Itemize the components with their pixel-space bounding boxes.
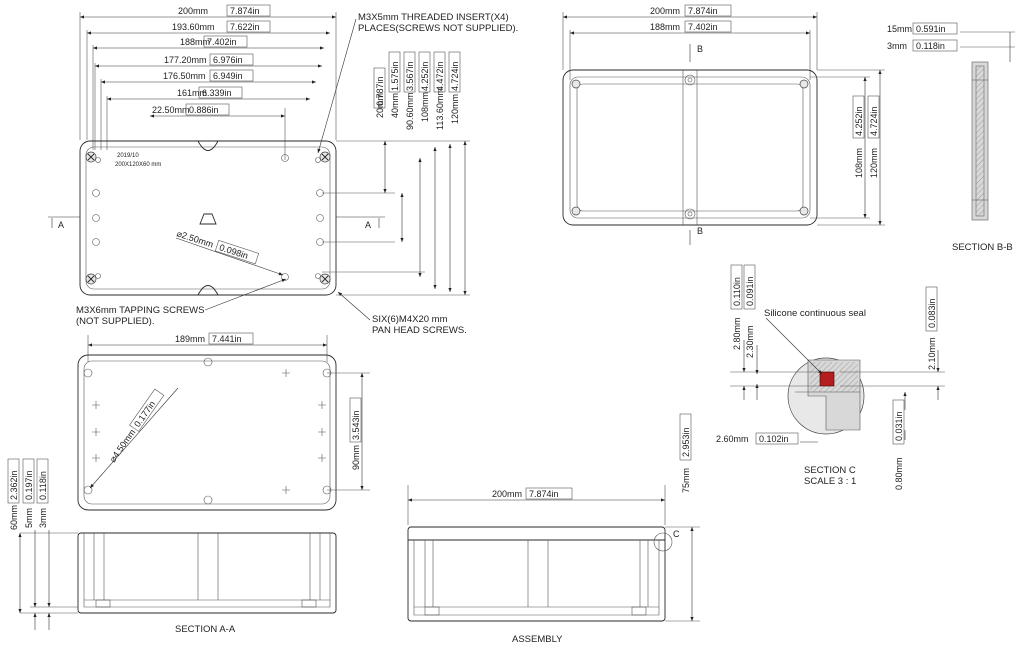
silicone-seal: [819, 371, 835, 387]
dim-113mm-in: 4.472in: [435, 61, 445, 91]
dim4-2-80mm: 2.80mm: [732, 317, 742, 350]
dim4-2-80mm-in: 0.110in: [732, 277, 742, 306]
dim-20mm-in: 0.787in: [375, 76, 385, 106]
dim-200mm: 200mm: [178, 6, 208, 16]
dim-40mm: 40mm: [390, 93, 400, 118]
dim7-75mm-in: 2.953in: [681, 427, 691, 457]
dim3-15mm-in: 0.591in: [916, 24, 946, 34]
dim-90mm-in: 3.567in: [405, 61, 415, 91]
dim-176mm-in: 6.949in: [213, 71, 243, 81]
dim2-200mm-in: 7.874in: [688, 6, 718, 16]
section-b-b-view: 15mm 0.591in 3mm 0.118in SECTION B-B: [887, 22, 1015, 253]
assembly-view: 200mm 7.874in C 75mm 2.953in ASSEMBLY: [407, 413, 700, 645]
dim5-90mm: 90mm: [351, 445, 361, 470]
dim2-188mm-in: 7.402in: [688, 22, 718, 32]
dim-120mm: 120mm: [450, 94, 460, 124]
lid-holes: [92, 154, 324, 281]
note-tapping-screws-2: (NOT SUPPLIED).: [76, 316, 154, 327]
title-section-c-scale: SCALE 3 : 1: [804, 476, 856, 487]
dim3-3mm-in: 0.118in: [916, 41, 945, 51]
dim-108mm-in: 4.252in: [420, 61, 430, 91]
dim-40mm-in: 1.575in: [390, 61, 400, 91]
lid-size: 200X120X60 mm: [115, 162, 161, 168]
label-silicone-seal: Silicone continuous seal: [764, 308, 866, 319]
dim6-5mm: 5mm: [24, 508, 34, 528]
section-a-a-view: 60mm 2.362in 5mm 0.197in 3mm 0.118in SEC…: [7, 458, 337, 635]
dim4-2-10mm-in: 0.083in: [927, 298, 937, 328]
note-tapping-screws: M3X6mm TAPPING SCREWS: [76, 305, 204, 316]
dim4-2-30mm: 2.30mm: [745, 325, 755, 358]
section-c-view: 2.80mm 0.110in 2.30mm 0.091in 2.10mm 0.0…: [716, 264, 945, 490]
dim7-200mm: 200mm: [492, 489, 522, 499]
dim3-15mm: 15mm: [887, 24, 912, 34]
box-top-view: 189mm 7.441in 90mm 3.543in ⌀4.50: [77, 332, 370, 511]
dim-161mm-in: 6.339in: [202, 88, 232, 98]
dim-dia-2-5: ⌀2.50mm: [175, 228, 214, 249]
boss-crosses: [92, 369, 326, 494]
title-section-c: SECTION C: [804, 465, 856, 476]
dim4-2-60mm: 2.60mm: [716, 434, 749, 444]
dim6-60mm-in: 2.362in: [9, 470, 19, 500]
section-mark-b-top: B: [697, 44, 703, 54]
dim-161mm: 161mm: [177, 88, 207, 98]
dim4-0-80mm: 0.80mm: [894, 457, 904, 490]
section-mark-a-right: A: [365, 220, 371, 230]
dim-188mm-in: 7.402in: [207, 37, 237, 47]
dim-177mm-in: 6.976in: [213, 55, 243, 65]
dim2-188mm: 188mm: [650, 22, 680, 32]
dim5-dia-4-5: ⌀4.50mm: [107, 427, 137, 464]
dim5-189mm: 189mm: [175, 334, 205, 344]
lid-underside-view: 200mm 7.874in 188mm 7.402in B B 108mm: [562, 4, 885, 245]
dim2-200mm: 200mm: [650, 6, 680, 16]
dim-22mm-in: 0.886in: [189, 105, 219, 115]
dim7-75mm: 75mm: [681, 468, 691, 493]
note-threaded-insert-2: PLACES(SCREWS NOT SUPPLIED).: [358, 23, 518, 34]
dim6-3mm-in: 0.118in: [38, 471, 48, 500]
section-mark-a-left: A: [58, 220, 64, 230]
dim-22mm: 22.50mm: [152, 105, 190, 115]
note-threaded-insert: M3X5mm THREADED INSERT(X4): [358, 12, 509, 23]
dim2-120mm-in: 4.724in: [869, 106, 879, 136]
dim7-200mm-in: 7.874in: [529, 489, 559, 499]
dim2-108mm-in: 4.252in: [854, 106, 864, 136]
dim-193mm: 193.60mm: [172, 22, 215, 32]
corner-screws: [85, 151, 331, 285]
dim-188mm: 188mm: [180, 37, 210, 47]
dim2-120mm: 120mm: [869, 148, 879, 178]
title-section-b-b: SECTION B-B: [952, 242, 1013, 253]
note-pan-head-2: PAN HEAD SCREWS.: [372, 325, 467, 336]
dim2-108mm: 108mm: [854, 148, 864, 178]
dim-193mm-in: 7.622in: [230, 22, 260, 32]
dim4-2-10mm: 2.10mm: [927, 337, 937, 370]
section-mark-b-bottom: B: [697, 226, 703, 236]
dim4-0-80mm-in: 0.031in: [894, 411, 904, 441]
dim4-2-30mm-in: 0.091in: [745, 276, 755, 306]
dim5-90mm-in: 3.543in: [351, 410, 361, 440]
title-section-a-a: SECTION A-A: [175, 624, 236, 635]
dim6-60mm: 60mm: [9, 505, 19, 530]
dim-20mm: 20mm: [375, 93, 385, 118]
dim6-3mm: 3mm: [38, 508, 48, 528]
dim-108mm: 108mm: [420, 92, 430, 122]
dim3-3mm: 3mm: [887, 41, 907, 51]
dim5-189mm-in: 7.441in: [212, 334, 242, 344]
dim-113mm: 113.60mm: [435, 88, 445, 130]
dim-120mm-in: 4.724in: [450, 61, 460, 91]
dim4-2-60mm-in: 0.102in: [759, 434, 789, 444]
lid-top-view: 200mm 7.874in 193.60mm 7.622in 188mm 7.4…: [48, 4, 518, 336]
box-corner-holes: [83, 357, 332, 505]
dim6-5mm-in: 0.197in: [24, 470, 34, 500]
note-pan-head: SIX(6)M4X20 mm: [372, 314, 448, 325]
dim-90mm: 90.60mm: [405, 92, 415, 130]
dim-200mm-in: 7.874in: [230, 6, 260, 16]
lid-date: 2019/10: [117, 153, 139, 159]
dim-176mm: 176.50mm: [163, 71, 206, 81]
dim-177mm: 177.20mm: [164, 55, 207, 65]
detail-mark-c: C: [673, 529, 680, 539]
title-assembly: ASSEMBLY: [512, 634, 563, 645]
